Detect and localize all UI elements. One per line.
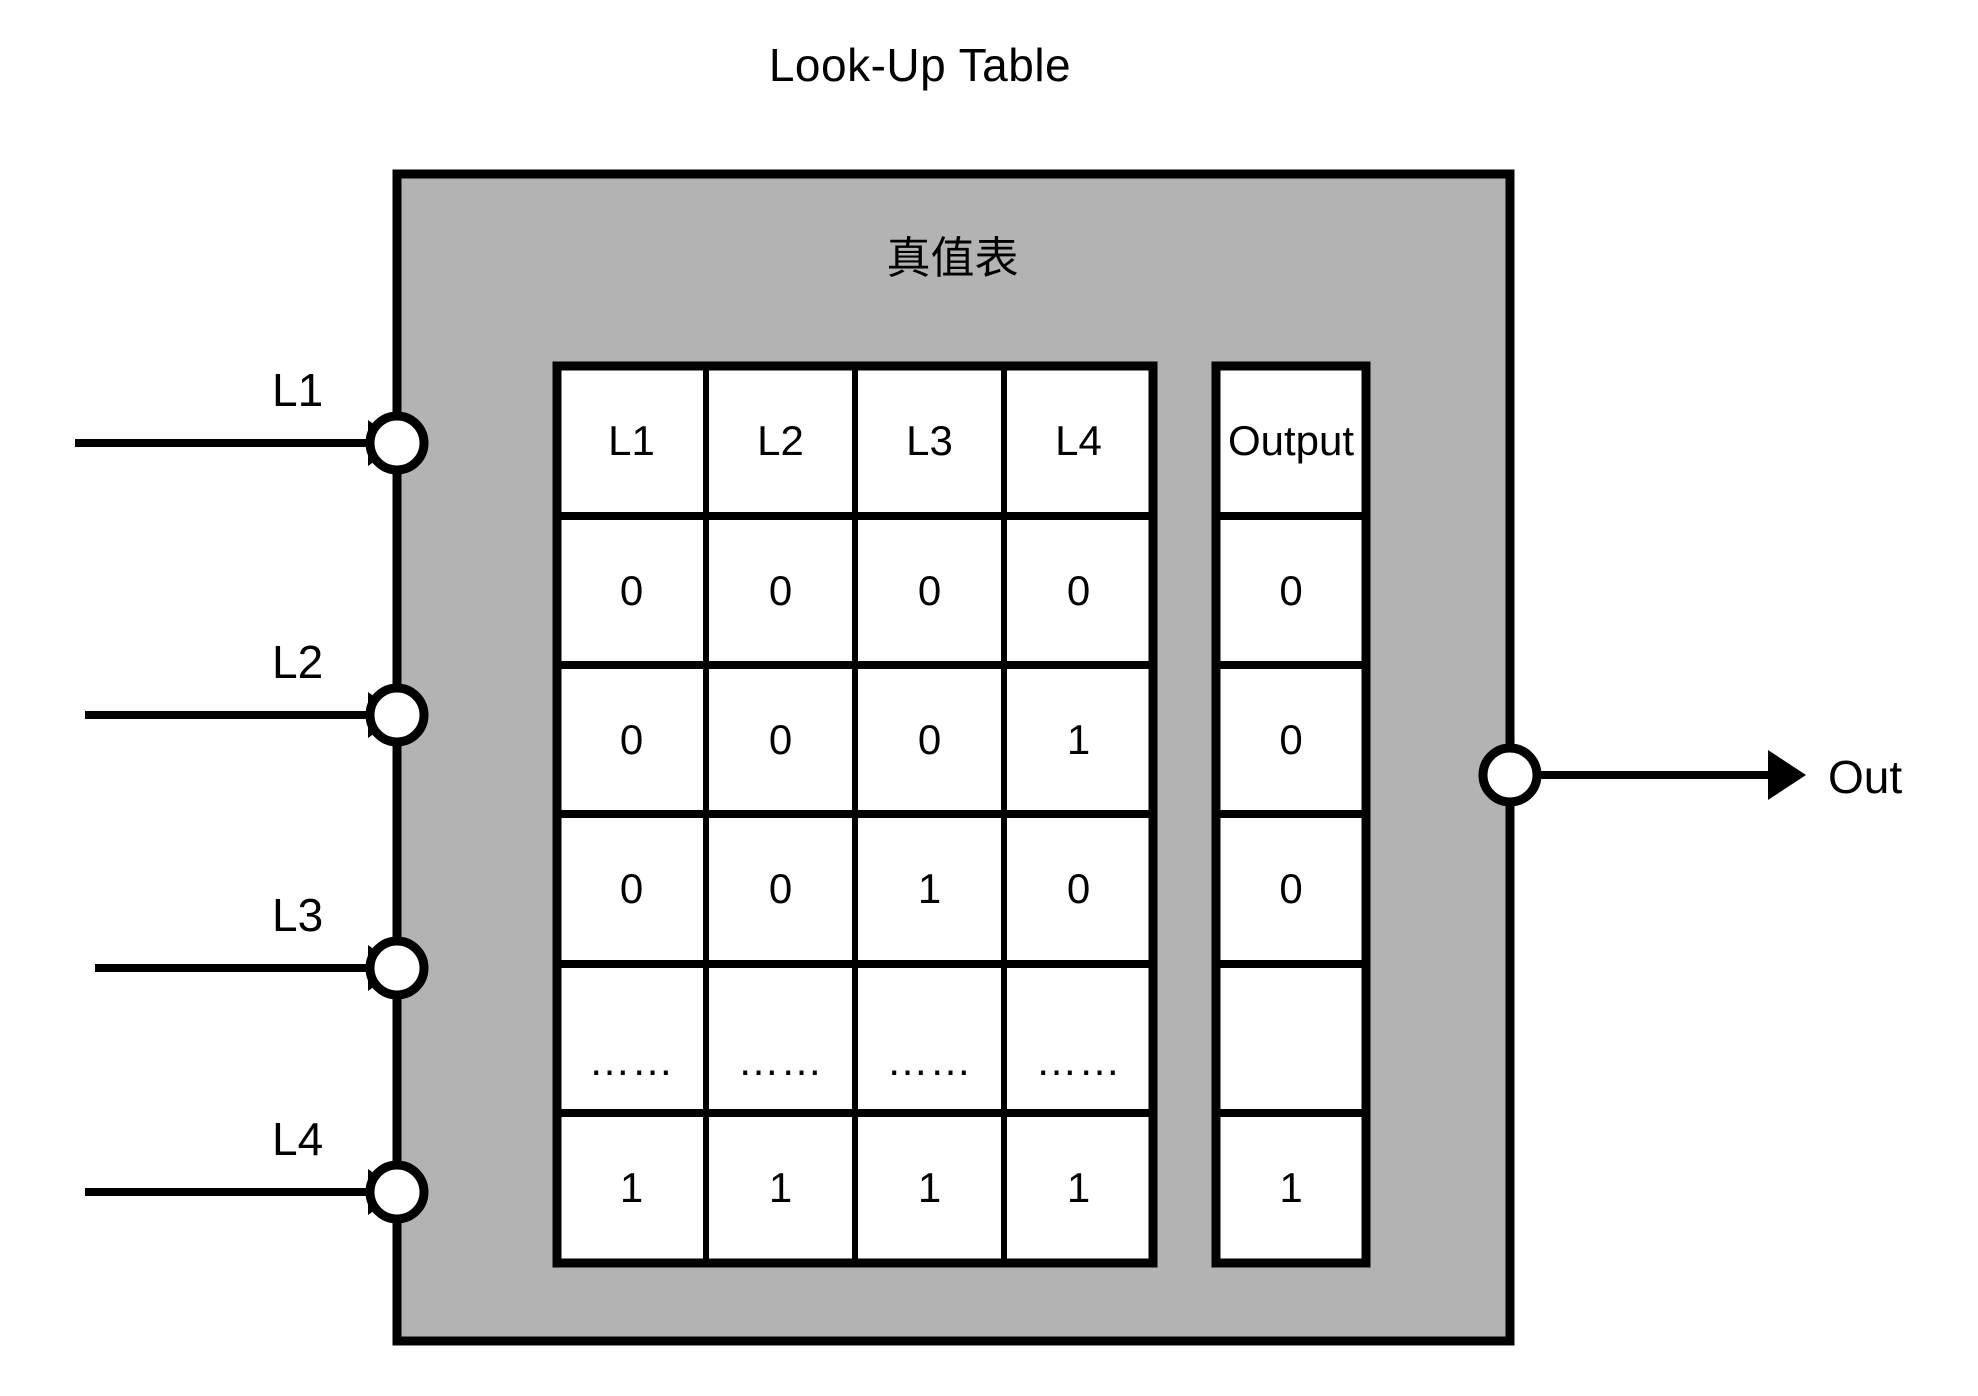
input-label-l3: L3 [272,889,324,941]
input-arrow-l4 [85,1169,400,1215]
output-label-out: Out [1828,751,1903,803]
input-port-l2-circle[interactable] [365,683,429,747]
input-arrow-l1 [75,420,400,466]
input-label-l2: L2 [272,636,324,688]
input-arrow-l3 [95,945,400,991]
truth-table-inputs-grid [552,361,1158,1268]
input-port-l1-circle[interactable] [365,411,429,475]
input-port-l3-circle[interactable] [365,936,429,1000]
output-port-out-circle[interactable] [1478,743,1542,807]
truth-table-output-grid [1211,361,1371,1268]
input-arrow-l2 [85,692,400,738]
output-arrow-out [1524,750,1806,800]
input-label-l4: L4 [272,1113,324,1165]
input-label-l1: L1 [272,364,324,416]
truth-table-caption: 真值表 [886,233,1019,284]
input-port-l4-circle[interactable] [365,1160,429,1224]
page-title: Look-Up Table [768,39,1072,91]
